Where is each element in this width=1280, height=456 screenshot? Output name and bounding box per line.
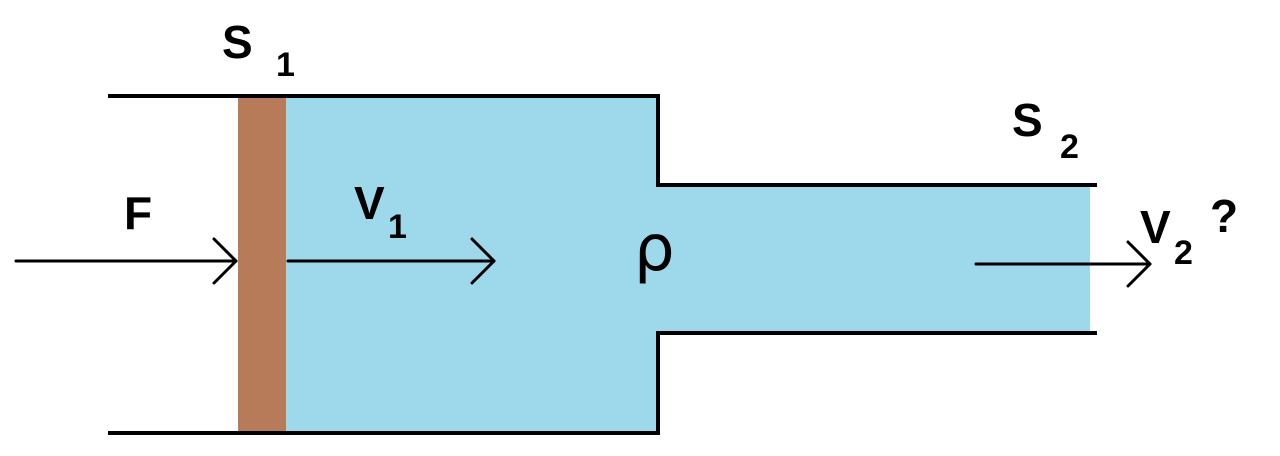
v2-label: V [1140, 201, 1171, 253]
fluid-wide-section [286, 96, 658, 433]
piston [238, 96, 286, 433]
force-label: F [124, 187, 152, 239]
v1-arrow [286, 237, 496, 285]
s2-label: S [1012, 94, 1043, 146]
v2-arrow [974, 240, 1152, 288]
s1-subscript: 1 [276, 46, 295, 84]
v1-subscript: 1 [388, 208, 407, 246]
density-label: ρ [634, 212, 675, 286]
arrows [14, 237, 1152, 288]
s2-subscript: 2 [1060, 128, 1079, 166]
pipe-walls [108, 94, 1097, 435]
fluid-narrow-section [656, 185, 1090, 333]
v2-subscript: 2 [1174, 234, 1193, 272]
s1-label: S [222, 16, 253, 68]
force-arrow [14, 237, 238, 285]
v2-question-mark: ? [1210, 190, 1238, 242]
v1-label: V [354, 177, 385, 229]
